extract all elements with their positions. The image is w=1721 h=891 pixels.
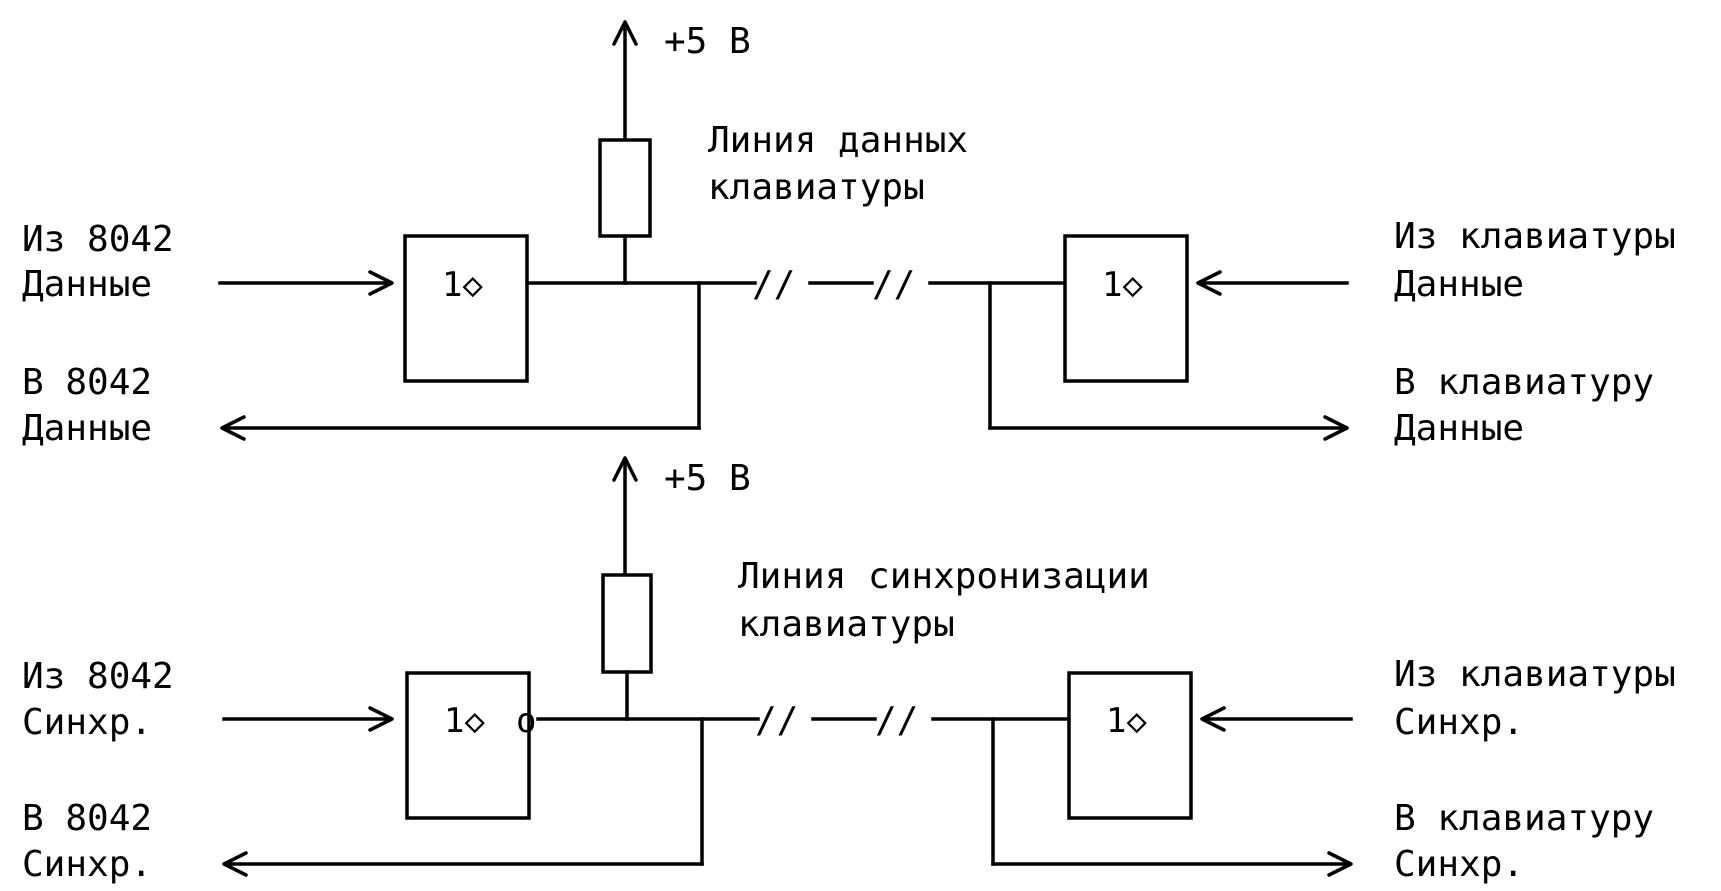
data-left-buffer-gate: [403, 234, 529, 383]
clock-line-section: +5 В Линия синхронизации клавиатуры Из 8…: [22, 456, 1676, 885]
data-line-title-2: клавиатуры: [708, 167, 925, 208]
data-left-out-sublabel: Данные: [22, 408, 152, 449]
data-supply-arrowhead: [612, 20, 638, 46]
clock-left-gate-symbol: 1◇: [444, 701, 485, 741]
clock-break-mark-2: //: [875, 700, 918, 741]
data-supply-label: +5 В: [664, 21, 751, 62]
clock-line-title-2: клавиатуры: [738, 604, 955, 645]
data-right-buffer-gate: [1063, 234, 1189, 383]
clock-left-inverter-gate: [405, 671, 531, 820]
clock-right-in-label: Из клавиатуры: [1394, 654, 1676, 695]
clock-left-out-sublabel: Синхр.: [22, 844, 152, 885]
clock-break-mark-1: //: [755, 700, 798, 741]
clock-right-out-arrowhead: [1327, 851, 1353, 877]
clock-right-out-sublabel: Синхр.: [1394, 844, 1524, 885]
data-break-mark-1: //: [752, 264, 795, 305]
clock-right-gate-symbol: 1◇: [1106, 701, 1147, 741]
data-right-out-sublabel: Данные: [1394, 408, 1524, 449]
clock-left-in-arrowhead: [368, 706, 394, 732]
data-right-in-arrowhead: [1196, 270, 1222, 296]
data-right-in-label: Из клавиатуры: [1394, 216, 1676, 257]
clock-left-in-sublabel: Синхр.: [22, 702, 152, 743]
clock-left-out-arrowhead: [222, 851, 248, 877]
data-left-out-label: В 8042: [22, 362, 152, 403]
clock-left-out-label: В 8042: [22, 798, 152, 839]
clock-line-title: Линия синхронизации: [738, 556, 1150, 597]
clock-supply-arrowhead: [612, 456, 638, 482]
data-right-out-arrowhead: [1323, 415, 1349, 441]
data-line-title: Линия данных: [708, 120, 968, 161]
data-break-mark-2: //: [872, 264, 915, 305]
clock-right-in-sublabel: Синхр.: [1394, 702, 1524, 743]
data-right-out-label: В клавиатуру: [1394, 362, 1654, 403]
data-left-in-sublabel: Данные: [22, 264, 152, 305]
clock-supply-label: +5 В: [664, 458, 751, 499]
data-left-in-label: Из 8042: [22, 219, 174, 260]
clock-pullup-resistor: [601, 573, 653, 674]
clock-left-gate-inversion-bubble: o: [516, 701, 536, 741]
data-left-in-arrowhead: [368, 270, 394, 296]
data-left-out-arrowhead: [220, 415, 246, 441]
data-left-gate-symbol: 1◇: [442, 265, 483, 305]
clock-left-in-label: Из 8042: [22, 656, 174, 697]
clock-right-in-arrowhead: [1200, 706, 1226, 732]
data-line-section: +5 В Линия данных клавиатуры Из 8042 Дан…: [22, 20, 1676, 449]
clock-right-out-label: В клавиатуру: [1394, 798, 1654, 839]
data-right-gate-symbol: 1◇: [1102, 265, 1143, 305]
data-right-in-sublabel: Данные: [1394, 264, 1524, 305]
clock-right-buffer-gate: [1067, 671, 1193, 820]
data-pullup-resistor: [598, 138, 652, 238]
